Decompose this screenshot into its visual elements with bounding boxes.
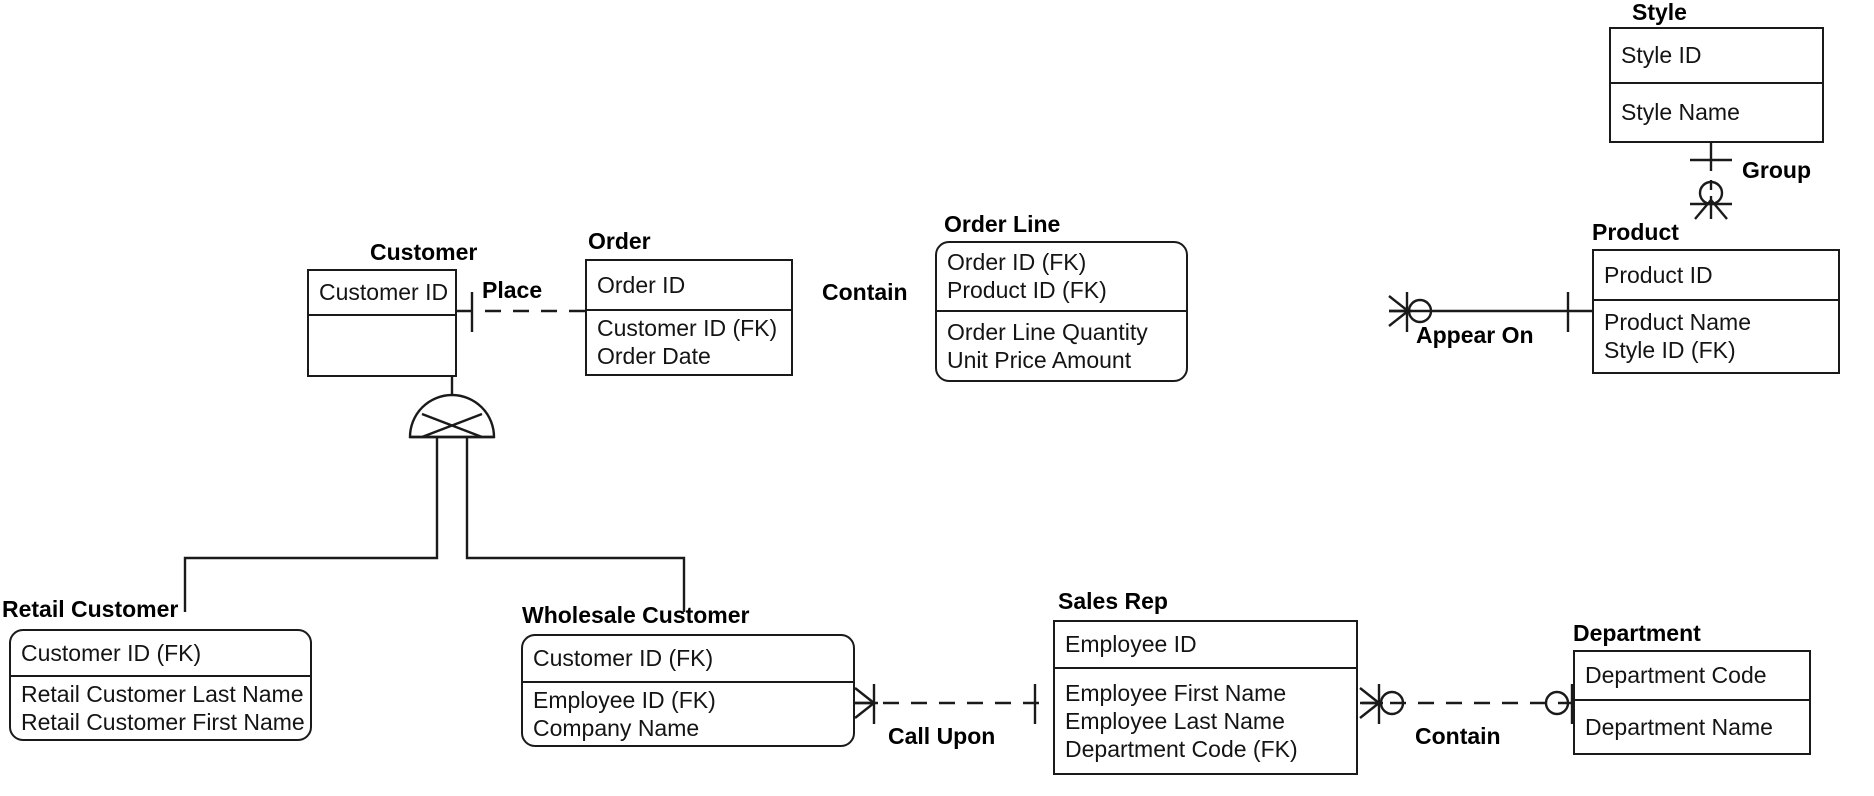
entity-title-department: Department	[1573, 620, 1701, 646]
attribute-product-id: Product ID	[1604, 261, 1713, 288]
entity-customer-key-section: Customer ID	[309, 271, 455, 316]
attribute-style-name: Style Name	[1621, 99, 1740, 125]
attribute-department-name: Department Name	[1585, 713, 1773, 740]
entity-title-order: Order	[588, 228, 651, 254]
relationship-label-call-upon: Call Upon	[888, 723, 996, 749]
attribute-order-date: Order Date	[597, 343, 711, 369]
attribute-retail-customer-first-name: Retail Customer First Name	[21, 708, 305, 735]
entity-title-product: Product	[1592, 219, 1679, 245]
subtype-discriminator-connector	[183, 377, 686, 612]
entity-order-line-key-section: Order ID (FK) Product ID (FK)	[937, 243, 1186, 312]
entity-department-attr-section: Department Name	[1575, 701, 1809, 753]
entity-title-retail-customer: Retail Customer	[2, 596, 179, 622]
attribute-wholesale-customer-id-fk: Customer ID (FK)	[533, 645, 714, 671]
attribute-order-id-fk: Order ID (FK)	[947, 249, 1087, 275]
relationship-label-place: Place	[482, 277, 543, 303]
entity-sales-rep[interactable]: Employee ID Employee First Name Employee…	[1053, 620, 1358, 775]
entity-order[interactable]: Order ID Customer ID (FK) Order Date	[585, 259, 793, 376]
entity-customer-attr-section	[309, 316, 455, 375]
relationship-label-contain-department: Contain	[1415, 723, 1501, 749]
attribute-style-id: Style ID	[1621, 42, 1702, 68]
entity-title-order-line: Order Line	[944, 211, 1061, 237]
attribute-customer-id: Customer ID	[319, 279, 449, 305]
entity-sales-rep-attr-section: Employee First Name Employee Last Name D…	[1055, 669, 1356, 773]
entity-style-key-section: Style ID	[1611, 29, 1822, 84]
entity-wholesale-customer[interactable]: Customer ID (FK) Employee ID (FK) Compan…	[521, 634, 855, 747]
attribute-unit-price-amount: Unit Price Amount	[947, 346, 1132, 373]
attribute-customer-id-fk: Customer ID (FK)	[597, 315, 778, 341]
attribute-employee-last-name: Employee Last Name	[1065, 707, 1285, 734]
attribute-employee-first-name: Employee First Name	[1065, 679, 1287, 706]
entity-wholesale-customer-attr-section: Employee ID (FK) Company Name	[523, 683, 853, 745]
attribute-style-id-fk: Style ID (FK)	[1604, 337, 1736, 363]
entity-style-attr-section: Style Name	[1611, 84, 1822, 141]
attribute-company-name: Company Name	[533, 714, 700, 741]
entity-retail-customer-attr-section: Retail Customer Last Name Retail Custome…	[11, 677, 310, 739]
entity-product[interactable]: Product ID Product Name Style ID (FK)	[1592, 249, 1840, 374]
entity-retail-customer-key-section: Customer ID (FK)	[11, 631, 310, 677]
entity-customer[interactable]: Customer ID	[307, 269, 457, 377]
attribute-order-line-quantity: Order Line Quantity	[947, 318, 1148, 345]
entity-order-key-section: Order ID	[587, 261, 791, 311]
entity-title-customer: Customer	[370, 239, 478, 265]
relationship-label-contain-orderline: Contain	[822, 279, 908, 305]
relationship-label-appear-on: Appear On	[1416, 322, 1534, 348]
entity-department-key-section: Department Code	[1575, 652, 1809, 701]
relationship-group-connector	[1690, 143, 1732, 220]
attribute-order-id: Order ID	[597, 271, 686, 298]
relationship-contain-department-connector	[1359, 684, 1587, 724]
relationship-label-group: Group	[1742, 157, 1811, 183]
entity-retail-customer[interactable]: Customer ID (FK) Retail Customer Last Na…	[9, 629, 312, 741]
entity-order-line[interactable]: Order ID (FK) Product ID (FK) Order Line…	[935, 241, 1188, 382]
attribute-department-code-fk: Department Code (FK)	[1065, 735, 1298, 762]
attribute-product-name: Product Name	[1604, 309, 1752, 335]
entity-department[interactable]: Department Code Department Name	[1573, 650, 1811, 755]
attribute-product-id-fk: Product ID (FK)	[947, 277, 1107, 303]
entity-title-style: Style	[1632, 0, 1687, 25]
entity-order-line-attr-section: Order Line Quantity Unit Price Amount	[937, 312, 1186, 380]
entity-title-sales-rep: Sales Rep	[1058, 588, 1168, 614]
entity-order-attr-section: Customer ID (FK) Order Date	[587, 311, 791, 374]
entity-wholesale-customer-key-section: Customer ID (FK)	[523, 636, 853, 683]
attribute-employee-id: Employee ID	[1065, 631, 1197, 657]
attribute-employee-id-fk: Employee ID (FK)	[533, 686, 716, 713]
relationship-call-upon-connector	[854, 684, 1050, 724]
attribute-department-code: Department Code	[1585, 662, 1767, 688]
entity-product-attr-section: Product Name Style ID (FK)	[1594, 301, 1838, 372]
entity-product-key-section: Product ID	[1594, 251, 1838, 301]
entity-style[interactable]: Style ID Style Name	[1609, 27, 1824, 143]
entity-title-wholesale-customer: Wholesale Customer	[522, 602, 750, 628]
attribute-retail-customer-last-name: Retail Customer Last Name	[21, 680, 304, 707]
entity-sales-rep-key-section: Employee ID	[1055, 622, 1356, 669]
attribute-retail-customer-id-fk: Customer ID (FK)	[21, 639, 202, 666]
